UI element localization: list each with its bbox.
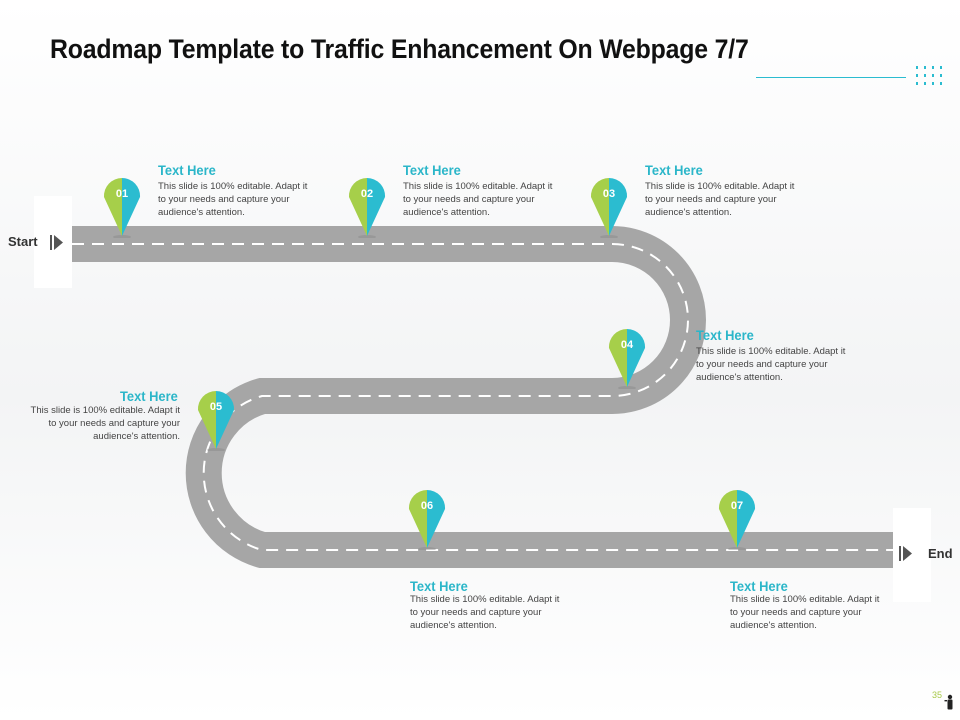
map-pin-icon bbox=[408, 489, 446, 551]
milestone-5-heading: Text Here bbox=[120, 388, 178, 404]
milestone-1-description: This slide is 100% editable. Adapt it to… bbox=[158, 181, 308, 218]
map-pin-icon bbox=[103, 177, 141, 239]
road-lane-markings bbox=[72, 243, 893, 551]
end-gate bbox=[893, 508, 931, 602]
milestone-6-description: This slide is 100% editable. Adapt it to… bbox=[410, 594, 560, 631]
milestone-1-heading: Text Here bbox=[158, 162, 216, 178]
milestone-number: 02 bbox=[360, 188, 374, 200]
page-number: 35 bbox=[932, 690, 943, 700]
milestone-number: 06 bbox=[420, 500, 434, 512]
milestone-pin-4: 04 bbox=[607, 327, 647, 390]
milestone-pin-2: 02 bbox=[347, 176, 387, 239]
map-pin-icon bbox=[608, 328, 646, 390]
milestone-3-heading: Text Here bbox=[645, 162, 703, 178]
map-pin-icon bbox=[590, 177, 628, 239]
milestone-7-description: This slide is 100% editable. Adapt it to… bbox=[730, 594, 880, 631]
milestone-3-description: This slide is 100% editable. Adapt it to… bbox=[645, 181, 795, 218]
milestone-4-description: This slide is 100% editable. Adapt it to… bbox=[696, 346, 846, 383]
milestone-4-heading: Text Here bbox=[696, 327, 754, 343]
milestone-pin-5: 05 bbox=[196, 389, 236, 452]
end-label: End bbox=[928, 546, 953, 561]
play-arrow-icon bbox=[50, 235, 63, 250]
milestone-number: 05 bbox=[209, 401, 223, 413]
milestone-pin-6: 06 bbox=[407, 488, 447, 551]
milestone-5-description: This slide is 100% editable. Adapt it to… bbox=[30, 405, 180, 442]
start-label: Start bbox=[8, 234, 38, 249]
milestone-number: 07 bbox=[730, 500, 744, 512]
milestone-pin-7: 07 bbox=[717, 488, 757, 551]
title-underline bbox=[756, 77, 906, 78]
person-icon bbox=[944, 694, 953, 710]
dotted-grid-icon bbox=[916, 66, 942, 85]
map-pin-icon bbox=[348, 177, 386, 239]
milestone-7-heading: Text Here bbox=[730, 578, 788, 594]
milestone-2-description: This slide is 100% editable. Adapt it to… bbox=[403, 181, 553, 218]
milestone-number: 04 bbox=[620, 339, 634, 351]
milestone-number: 03 bbox=[602, 188, 616, 200]
start-gate bbox=[34, 196, 72, 288]
page-title: Roadmap Template to Traffic Enhancement … bbox=[50, 34, 749, 64]
map-pin-icon bbox=[718, 489, 756, 551]
milestone-6-heading: Text Here bbox=[410, 578, 468, 594]
map-pin-icon bbox=[197, 390, 235, 452]
milestone-pin-3: 03 bbox=[589, 176, 629, 239]
milestone-2-heading: Text Here bbox=[403, 162, 461, 178]
milestone-pin-1: 01 bbox=[102, 176, 142, 239]
milestone-number: 01 bbox=[115, 188, 129, 200]
play-arrow-icon bbox=[899, 546, 912, 561]
